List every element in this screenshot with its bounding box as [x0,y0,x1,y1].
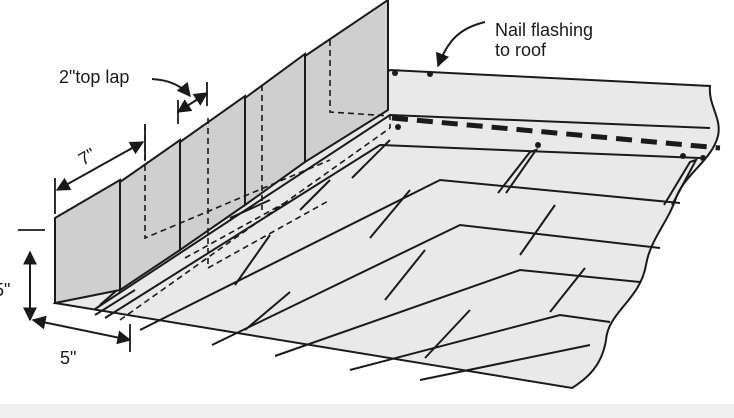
depth-label: 5" [60,348,76,368]
width-dim-arrow [55,141,145,191]
nail-dots [392,70,706,161]
top-lap-dim [176,92,209,113]
depth-dim-arrow [31,315,132,345]
shingle-course-lines [94,113,711,381]
width-label: 7" [75,144,99,170]
hidden-lap-lines [119,40,391,321]
callout-arrow [435,21,486,68]
footer-bar [0,404,734,418]
height-label: 5" [0,280,10,300]
top-lap-label: 2"top lap [59,67,129,87]
top-lap-arrow [151,78,191,98]
callout-label: Nail flashing to roof [495,20,598,60]
flashing-edge-line [391,115,721,151]
